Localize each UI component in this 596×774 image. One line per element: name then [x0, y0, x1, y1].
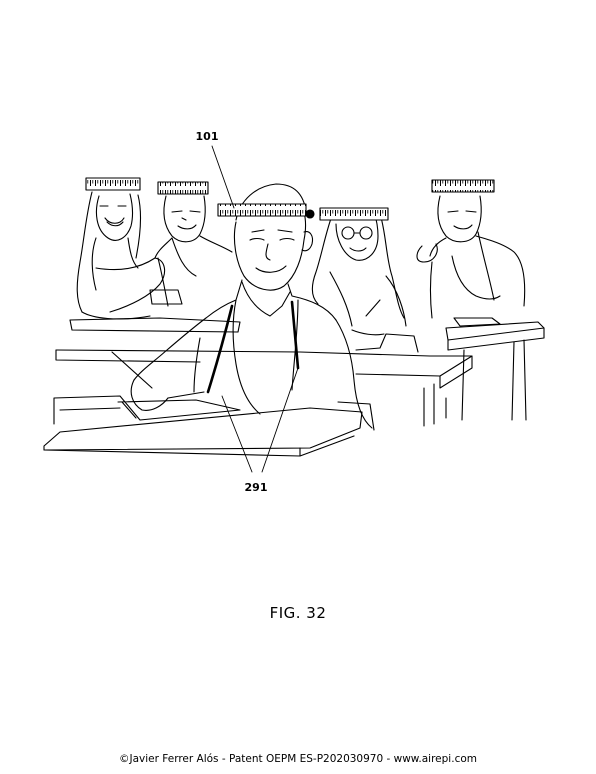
headband-ruler-2 — [157, 181, 209, 195]
headband-ruler-4 — [319, 207, 389, 221]
desk-back-left — [69, 317, 241, 333]
desk-middle — [55, 333, 473, 427]
headband-ruler-1 — [85, 177, 141, 191]
footer-copyright: ©Javier Ferrer Alós - Patent OEPM ES-P20… — [119, 753, 477, 765]
leader-line-291-a — [221, 395, 253, 473]
paper-sheet — [53, 395, 241, 425]
headband-ruler-5 — [431, 179, 495, 193]
desk-front — [43, 407, 363, 457]
reference-label-291: 291 — [245, 481, 268, 494]
desk-back-right — [445, 317, 545, 421]
student-back-right-woman — [311, 209, 407, 336]
sensor-node — [305, 209, 315, 219]
cable-291-right — [290, 300, 300, 370]
student-back-far-right — [416, 195, 526, 319]
student-back-left — [76, 191, 166, 320]
reference-label-101: 101 — [196, 130, 219, 143]
figure-caption: FIG. 32 — [269, 604, 327, 622]
leader-line-291-b — [261, 367, 299, 473]
headband-ruler-3 — [217, 203, 307, 217]
cable-291-left — [206, 304, 234, 394]
student-front-man — [111, 183, 375, 431]
leader-line-101 — [211, 145, 235, 209]
student-back-center — [149, 195, 233, 307]
